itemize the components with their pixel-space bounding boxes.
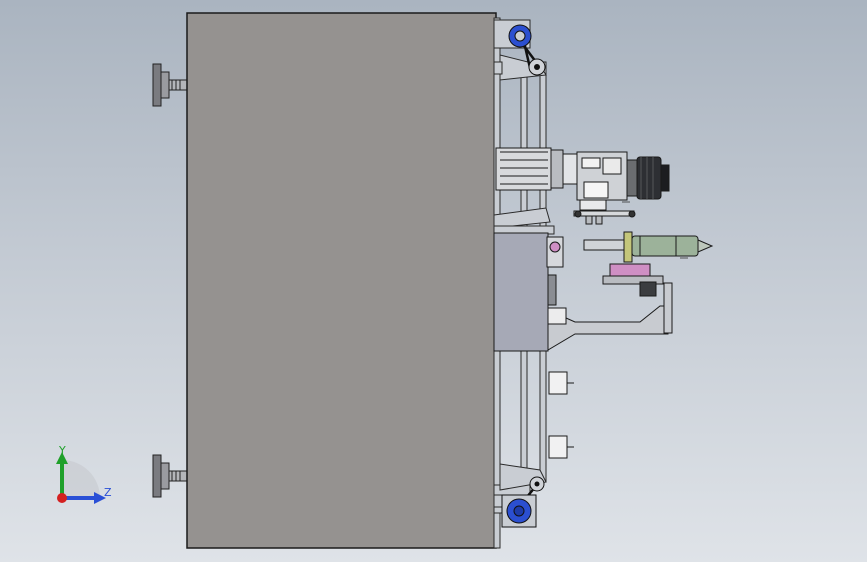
leader-lines <box>622 201 688 259</box>
leveling-foot-bottom[interactable] <box>152 454 188 498</box>
z-axis-arrow <box>94 492 106 504</box>
y-axis-label: Y <box>58 444 66 457</box>
spindle-assembly[interactable] <box>495 147 670 225</box>
control-housing[interactable] <box>493 232 549 352</box>
terminal-block-2[interactable] <box>548 435 574 459</box>
z-axis-label: Z <box>104 486 112 499</box>
leveling-foot-top[interactable] <box>152 63 188 107</box>
top-pulley[interactable] <box>508 24 546 76</box>
bottom-motor[interactable] <box>501 476 545 528</box>
support-arm[interactable] <box>547 282 673 351</box>
limit-switch[interactable] <box>546 236 564 306</box>
x-axis-dot <box>57 493 67 503</box>
main-cabinet[interactable] <box>186 12 497 549</box>
orientation-triad: Y Z <box>56 444 112 504</box>
terminal-block-1[interactable] <box>548 371 574 395</box>
y-axis-arrow <box>56 452 68 464</box>
tool-holder[interactable] <box>583 231 714 297</box>
